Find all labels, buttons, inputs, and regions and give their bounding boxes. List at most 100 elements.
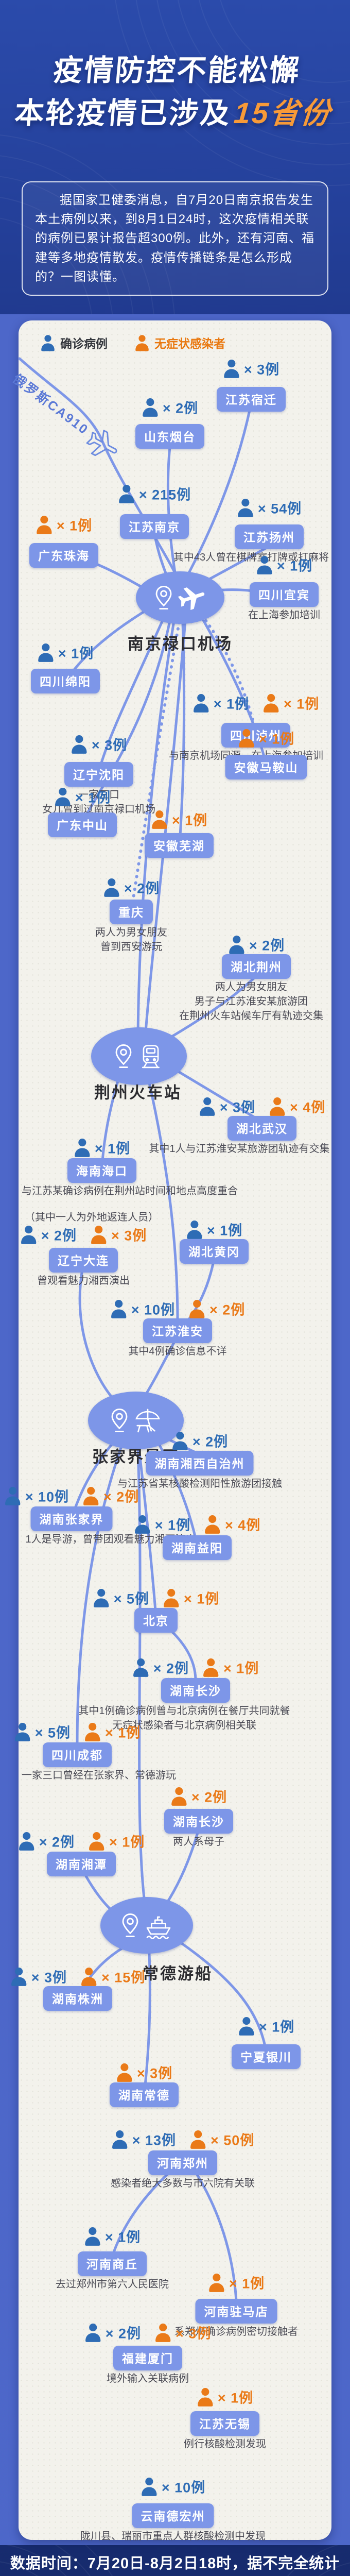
case-row-liaoning-shenyang: × 3例: [71, 734, 127, 754]
note-hubei-wuhan: 其中1人与江苏淮安某旅游团轨迹有交集: [149, 1143, 330, 1155]
case-asymptomatic: × 1例: [88, 1831, 145, 1851]
city-box-hainan-haikou: 海南海口: [67, 1158, 136, 1183]
note-liaoning-shenyang: 一家三口女儿曾到过南京禄口机场: [42, 789, 155, 815]
city-box-hunan-yiyang: 湖南益阳: [163, 1535, 232, 1560]
asymptomatic-person-icon: [198, 2387, 213, 2406]
case-row-hubei-wuhan: × 3例 × 4例: [199, 1096, 326, 1116]
case-confirmed: × 10例: [110, 1299, 175, 1319]
case-row-sichuan-yibin: × 1例: [256, 555, 312, 575]
case-confirmed: × 2例: [171, 1431, 228, 1451]
hub-label-nanjing-lukou-airport: 南京禄口机场: [128, 635, 233, 653]
city-box-guangdong-zhuhai: 广东珠海: [29, 543, 98, 568]
case-count: × 4例: [290, 1099, 326, 1115]
confirmed-person-icon: [239, 2016, 254, 2036]
case-row-jiangsu-yangzhou: × 54例: [237, 498, 302, 518]
case-confirmed: × 1例: [186, 1219, 242, 1240]
case-row-hunan-xiangxi: × 2例: [171, 1431, 228, 1451]
note-chongqing: 两人为男女朋友曾到西安游玩: [95, 927, 167, 953]
confirmed-person-icon: [194, 693, 209, 713]
case-confirmed: × 2例: [142, 397, 198, 417]
case-count: × 1例: [109, 1834, 145, 1850]
note-fujian-xiamen: 境外输入关联病例: [107, 2373, 189, 2384]
asymptomatic-person-icon: [209, 2273, 224, 2292]
case-asymptomatic: × 1例: [262, 693, 319, 713]
case-confirmed: × 54例: [237, 498, 302, 518]
case-count: × 1例: [105, 1725, 141, 1741]
hub-jingzhou-railway-station: [91, 1027, 187, 1085]
confirmed-person-icon: [200, 1097, 215, 1116]
case-count: × 54例: [257, 501, 302, 517]
case-confirmed: × 5例: [14, 1722, 71, 1742]
case-count: × 3例: [136, 2065, 173, 2081]
asymptomatic-person-icon: [37, 515, 52, 534]
case-row-yunnan-dehong: × 10例: [141, 2477, 205, 2497]
confirmed-person-icon: [85, 2323, 101, 2342]
case-count: × 1例: [229, 2276, 265, 2292]
case-count: × 3例: [176, 2326, 212, 2342]
case-count: × 10例: [25, 1489, 69, 1505]
note-hunan-changsha-1: 其中1例确诊病例曾与北京病例在餐厅共同就餐无症状感染者与北京病例相关联: [78, 1705, 290, 1731]
case-asymptomatic: × 3例: [154, 2323, 211, 2343]
case-count: × 2例: [41, 1228, 77, 1244]
case-row-anhui-wuhu: × 1例: [151, 809, 207, 829]
case-confirmed: × 1例: [74, 1138, 130, 1158]
legend-confirmed-label: 确诊病例: [60, 337, 108, 350]
city-box-hunan-xiangxi: 湖南湘西自治州: [146, 1451, 254, 1476]
case-count: × 2例: [192, 1434, 229, 1450]
case-count: × 1例: [258, 2019, 295, 2035]
city-box-chongqing: 重庆: [110, 900, 153, 924]
case-count: × 10例: [131, 1302, 176, 1318]
confirmed-person-icon: [94, 1588, 109, 1607]
case-asymptomatic: × 4例: [269, 1096, 325, 1116]
confirmed-person-icon: [11, 1967, 27, 1986]
case-count: × 1例: [184, 1591, 220, 1607]
city-box-fujian-xiamen: 福建厦门: [113, 2346, 182, 2370]
case-row-beijing: × 5例 × 1例: [93, 1588, 220, 1608]
confirmed-person-icon: [229, 935, 244, 954]
case-count: × 1例: [258, 731, 295, 747]
case-row-hunan-zhangjiajie: × 10例 × 2例: [4, 1486, 139, 1506]
confirmed-person-icon: [143, 398, 158, 417]
asymptomatic-person-icon: [134, 334, 150, 351]
legend: 确诊病例 无症状感染者: [40, 334, 225, 351]
case-asymptomatic: × 15例: [80, 1967, 145, 1987]
confirmed-person-icon: [142, 2477, 157, 2496]
case-row-ningxia-yinchuan: × 1例: [238, 2016, 294, 2036]
case-asymptomatic: × 50例: [189, 2129, 254, 2149]
hub-label-changde-cruise: 常德游船: [143, 1964, 213, 1983]
confirmed-person-icon: [187, 1220, 202, 1239]
page-title-line1: 疫情防控不能松懈: [51, 54, 302, 87]
case-row-guangdong-zhongshan: × 1例: [54, 787, 111, 807]
confirmed-person-icon: [224, 359, 239, 378]
city-box-hunan-changde: 湖南常德: [110, 2082, 179, 2107]
case-count: × 2例: [105, 2326, 141, 2342]
asymptomatic-person-icon: [164, 1588, 179, 1607]
case-row-hunan-changde: × 3例: [116, 2062, 172, 2082]
case-row-jiangsu-huaian: × 10例 × 2例: [110, 1299, 246, 1319]
case-row-hubei-jingzhou: × 2例: [228, 935, 285, 955]
confirmed-person-icon: [257, 555, 272, 574]
hub-changde-cruise: [100, 1897, 193, 1954]
case-count: × 3例: [111, 1228, 147, 1244]
note-liaoning-dalian: 曾观看魅力湘西演出: [37, 1275, 130, 1286]
city-box-hubei-jingzhou: 湖北荆州: [222, 954, 291, 979]
case-count: × 2例: [191, 1789, 227, 1805]
case-count: × 2例: [39, 1834, 75, 1850]
asymptomatic-person-icon: [171, 1787, 187, 1806]
case-confirmed: × 2例: [18, 1831, 75, 1851]
case-asymptomatic: × 2例: [170, 1786, 227, 1806]
case-confirmed: × 1例: [238, 2016, 294, 2036]
case-count: × 3例: [243, 362, 280, 378]
confirmed-person-icon: [19, 1832, 34, 1851]
case-count: × 2例: [162, 400, 199, 416]
location-pin-icon: [122, 1913, 138, 1938]
city-box-jiangsu-wuxi: 江苏无锡: [190, 2411, 259, 2436]
asymptomatic-person-icon: [117, 2063, 132, 2082]
ship-icon: [146, 1916, 171, 1939]
legend-asymptomatic-label: 无症状感染者: [154, 337, 225, 350]
asymptomatic-person-icon: [91, 1225, 107, 1244]
case-row-hunan-changsha-2: × 2例: [170, 1786, 227, 1806]
hub-label-jingzhou-railway-station: 荆州火车站: [94, 1083, 182, 1102]
case-count: × 215例: [138, 487, 191, 503]
